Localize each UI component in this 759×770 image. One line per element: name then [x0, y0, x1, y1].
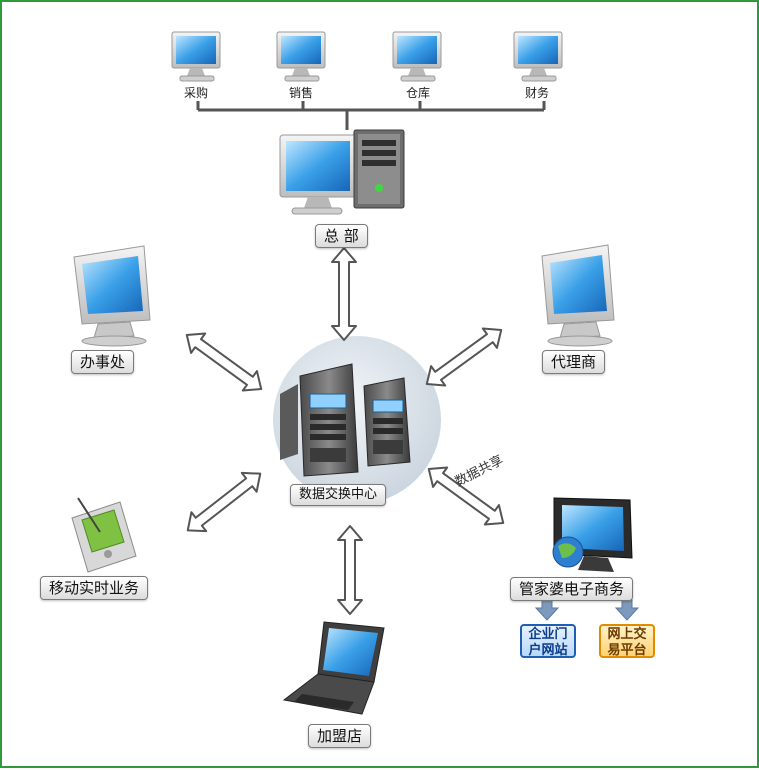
sub-enterprise-portal: 企业门 户网站: [520, 624, 576, 658]
dept-label-warehouse: 仓库: [406, 86, 431, 100]
hub-circle: [273, 336, 441, 504]
crt-monitor-icon: [73, 245, 151, 347]
monitor-icon: [513, 31, 563, 82]
sub-enterprise-portal-line1: 企业门: [528, 627, 568, 642]
sub-enterprise-portal-line2: 户网站: [528, 643, 568, 658]
label-franchise: 加盟店: [308, 724, 372, 748]
double-arrow-headquarters: [331, 247, 357, 341]
monitor-icon: [171, 31, 221, 82]
sub-trading-platform: 网上交 易平台: [599, 624, 655, 658]
pda-icon: [71, 497, 137, 573]
crt-monitor-icon: [541, 244, 615, 347]
label-headquarters: 总 部: [315, 224, 368, 248]
dept-label-purchase: 采购: [184, 86, 209, 100]
label-agent: 代理商: [542, 350, 606, 374]
dept-label-sales: 销售: [289, 86, 314, 100]
down-arrows: [534, 599, 640, 621]
monitor-icon: [276, 31, 326, 82]
label-hub: 数据交换中心: [290, 484, 387, 506]
monitor-icon: [392, 31, 442, 82]
label-ecommerce: 管家婆电子商务: [510, 577, 634, 601]
globe-monitor-icon: [552, 497, 633, 572]
server-tower-icon: [279, 129, 405, 215]
label-office: 办事处: [71, 350, 135, 374]
department-tree-lines: [196, 101, 546, 130]
double-arrow-franchise: [337, 525, 363, 615]
sub-trading-platform-line2: 易平台: [607, 643, 647, 658]
rack-server-icon: [280, 363, 411, 477]
dept-label-finance: 财务: [525, 86, 550, 100]
arrows: [185, 247, 505, 615]
double-arrow-office: [185, 332, 263, 392]
double-arrow-ecommerce: [427, 466, 505, 526]
sub-trading-platform-line1: 网上交: [607, 627, 647, 642]
label-mobile: 移动实时业务: [40, 576, 149, 600]
double-arrow-mobile: [186, 471, 262, 533]
laptop-icon: [282, 621, 385, 715]
double-arrow-agent: [425, 327, 503, 387]
